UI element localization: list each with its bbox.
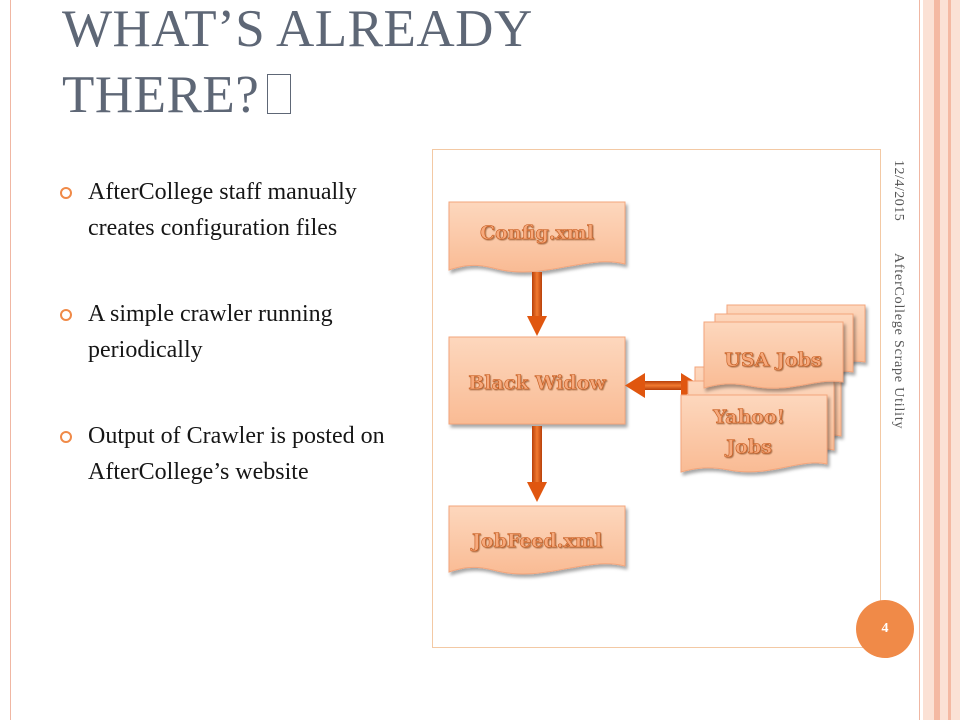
bullet-item: AfterCollege staff manually creates conf… — [60, 174, 420, 246]
config-document-shape — [448, 201, 626, 273]
circle-bullet-icon — [60, 187, 72, 199]
decor-stripe — [948, 0, 951, 720]
slide-title-line1: WHAT’S ALREADY — [62, 0, 533, 58]
source-stack-front — [703, 304, 866, 389]
config-label: Config.xml — [480, 222, 594, 244]
missing-glyph-icon — [267, 74, 292, 114]
crawler-label: Black Widow — [468, 372, 606, 394]
bullet-text: A simple crawler running periodically — [88, 301, 333, 363]
slide-date: 12/4/2015 — [891, 160, 906, 222]
source-stack-back — [680, 366, 842, 473]
frame-left-line — [10, 0, 11, 720]
source-back-label-line1: Yahoo! — [712, 406, 785, 428]
crawler-process-box — [448, 336, 626, 425]
decor-stripe — [934, 0, 940, 720]
circle-bullet-icon — [60, 309, 72, 321]
frame-right-line — [919, 0, 920, 720]
bullet-text: Output of Crawler is posted on AfterColl… — [88, 423, 385, 485]
source-back-label-line2: Jobs — [724, 436, 772, 458]
diagram-frame: Config.xml Black Widow JobFeed.xml — [432, 149, 881, 648]
bullet-item: Output of Crawler is posted on AfterColl… — [60, 418, 420, 490]
slide-footer: AfterCollege Scrape Utility — [891, 253, 906, 430]
bullet-text: AfterCollege staff manually creates conf… — [88, 179, 357, 241]
flow-diagram: Config.xml Black Widow JobFeed.xml — [448, 201, 866, 575]
bullet-item: A simple crawler running periodically — [60, 296, 420, 368]
output-document-shape — [448, 505, 626, 575]
decor-stripe — [923, 0, 934, 720]
circle-bullet-icon — [60, 431, 72, 443]
slide-title: WHAT’S ALREADY THERE? — [62, 0, 662, 128]
output-label: JobFeed.xml — [470, 530, 602, 552]
slide-title-line2: THERE? — [62, 66, 260, 124]
arrow-down-icon — [527, 426, 547, 502]
arrow-down-icon — [527, 272, 547, 336]
source-front-label: USA Jobs — [724, 349, 821, 371]
page-number-badge: 4 — [856, 600, 914, 658]
bullet-list: AfterCollege staff manually creates conf… — [60, 174, 420, 540]
